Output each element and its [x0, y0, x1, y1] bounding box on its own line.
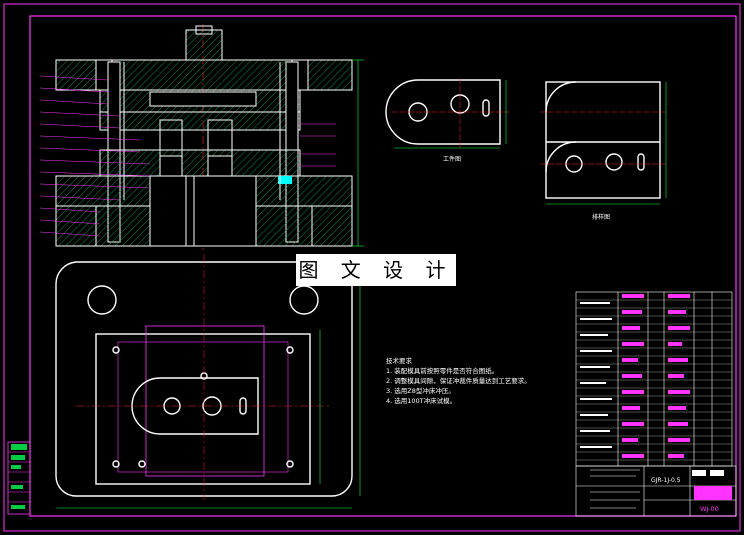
section-view — [55, 24, 364, 250]
inner-frame — [29, 15, 737, 517]
overlay-title: 图 文 设 计 — [296, 254, 456, 286]
part-leaders — [39, 75, 336, 237]
requirement-item-1: 1. 装配模具前按照零件是否符合图纸。 — [386, 367, 499, 375]
requirement-item-2: 2. 调整模具间隙，保证冲裁件质量达到工艺要求。 — [386, 377, 531, 385]
strip-layout-view — [540, 81, 668, 205]
requirement-item-4: 4. 选用100T冲床试模。 — [386, 397, 457, 405]
drawing-number: WJ-00 — [700, 505, 719, 513]
parts-list-marks — [580, 294, 690, 458]
outer-frame — [3, 3, 741, 532]
plan-view — [55, 254, 361, 509]
layout-label: 排样图 — [592, 214, 611, 221]
technical-requirements-heading: 技术要求 — [386, 357, 412, 365]
workpiece-label: 工件图 — [443, 156, 462, 163]
revision-strip — [7, 441, 31, 515]
technical-requirements: 技术要求 1. 装配模具前按照零件是否符合图纸。 2. 调整模具间隙，保证冲裁件… — [386, 356, 531, 406]
title-block — [575, 465, 737, 517]
title-code: GJR-1J-0.5 — [651, 477, 681, 484]
parts-list — [575, 291, 733, 467]
requirement-item-3: 3. 选用Z8型冲床冲压。 — [386, 387, 455, 395]
workpiece-view — [385, 78, 512, 149]
